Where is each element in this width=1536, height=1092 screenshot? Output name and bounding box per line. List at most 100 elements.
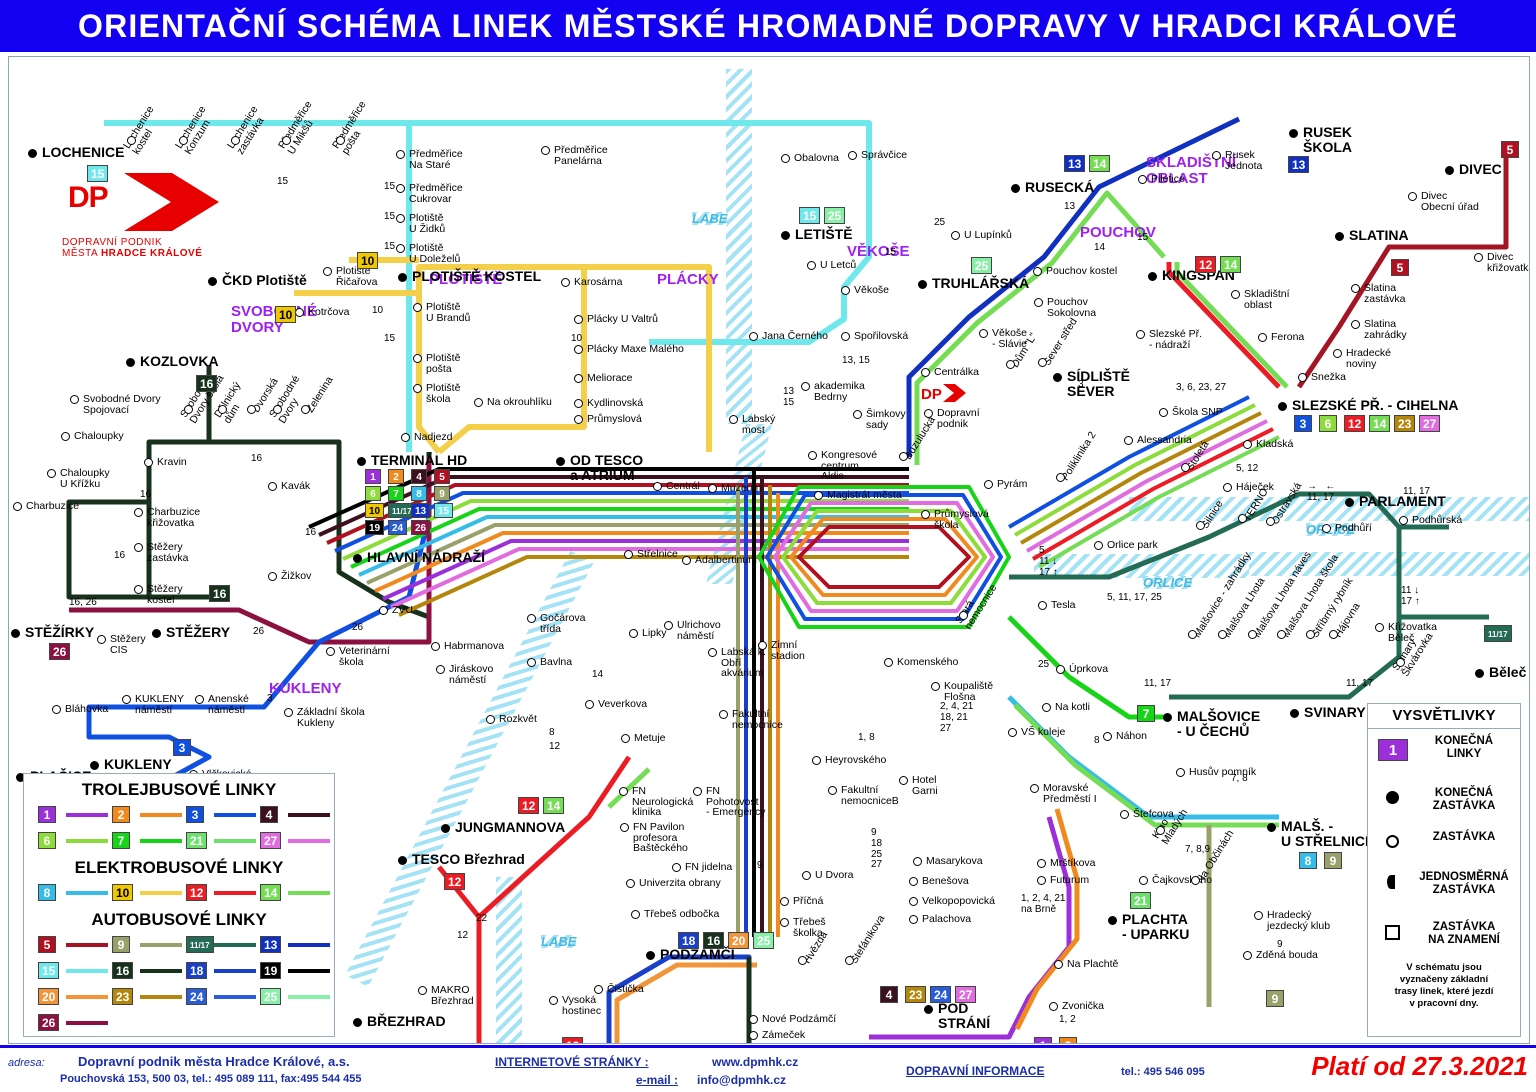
terminus-badge-slezské-př.---cihelna-27[interactable]: 27 — [1419, 415, 1441, 432]
stop-marker[interactable] — [780, 897, 789, 906]
bus-line-badge-9[interactable]: 9 — [112, 936, 130, 953]
stop-marker[interactable] — [807, 261, 816, 270]
terminus-badge-tesco-březhrad-12[interactable]: 12 — [444, 873, 466, 890]
bus-line-badge-5[interactable]: 5 — [38, 936, 56, 953]
stop-marker[interactable] — [336, 136, 345, 145]
stop-marker[interactable] — [134, 543, 143, 552]
bus-line-badge-26[interactable]: 26 — [38, 1014, 60, 1031]
stop-marker[interactable] — [326, 647, 335, 656]
stop-marker[interactable] — [1191, 876, 1200, 885]
terminus-dot[interactable] — [1445, 166, 1454, 175]
stop-marker[interactable] — [47, 469, 56, 478]
stop-marker[interactable] — [1056, 473, 1065, 482]
stop-marker[interactable] — [379, 606, 388, 615]
stop-marker[interactable] — [396, 184, 405, 193]
stop-marker[interactable] — [1408, 192, 1417, 201]
stop-marker[interactable] — [527, 614, 536, 623]
stop-marker[interactable] — [218, 405, 227, 414]
stop-marker[interactable] — [1006, 360, 1015, 369]
terminus-dot[interactable] — [208, 277, 217, 286]
terminus-badge-pod-strání-24[interactable]: 24 — [930, 986, 952, 1003]
stop-marker[interactable] — [984, 480, 993, 489]
terminus-badge-malšovice---u-čechů-7[interactable]: 7 — [1137, 705, 1155, 722]
electro-line-badge-12[interactable]: 12 — [186, 884, 208, 901]
terminus-dot[interactable] — [1290, 709, 1299, 718]
terminus-badge-pod-strání-23[interactable]: 23 — [905, 986, 927, 1003]
stop-marker[interactable] — [431, 642, 440, 651]
terminal-hd-badge-6[interactable]: 6 — [365, 486, 381, 501]
terminus-dot[interactable] — [1475, 669, 1484, 678]
bus-line-badge-23[interactable]: 23 — [112, 988, 134, 1005]
stop-marker[interactable] — [653, 482, 662, 491]
stop-marker[interactable] — [801, 382, 810, 391]
terminal-hd-badge-4[interactable]: 4 — [411, 469, 427, 484]
stop-marker[interactable] — [708, 648, 717, 657]
stop-marker[interactable] — [1258, 333, 1267, 342]
terminus-dot[interactable] — [1163, 713, 1172, 722]
stop-marker[interactable] — [1038, 358, 1047, 367]
stop-marker[interactable] — [273, 405, 282, 414]
stop-marker[interactable] — [574, 345, 583, 354]
stop-marker[interactable] — [626, 879, 635, 888]
stop-marker[interactable] — [97, 635, 106, 644]
stop-marker[interactable] — [1306, 630, 1315, 639]
stop-marker[interactable] — [1277, 630, 1286, 639]
stop-marker[interactable] — [184, 405, 193, 414]
stop-marker[interactable] — [1049, 1002, 1058, 1011]
terminus-badge-letiště-25[interactable]: 25 — [824, 207, 846, 224]
terminal-hd-badge-19[interactable]: 19 — [365, 520, 385, 535]
terminus-badge-plotiště-kostel-10[interactable]: 10 — [357, 252, 379, 269]
terminus-badge-slezské-př.---cihelna-6[interactable]: 6 — [1319, 415, 1337, 432]
stop-marker[interactable] — [1033, 267, 1042, 276]
stop-marker[interactable] — [1266, 517, 1275, 526]
stop-marker[interactable] — [1196, 521, 1205, 530]
stop-marker[interactable] — [268, 572, 277, 581]
terminus-dot[interactable] — [353, 554, 362, 563]
stop-marker[interactable] — [268, 482, 277, 491]
trolley-line-badge-3[interactable]: 3 — [186, 806, 204, 823]
electro-line-badge-14[interactable]: 14 — [260, 884, 282, 901]
terminal-hd-badge-10[interactable]: 10 — [365, 503, 385, 518]
stop-marker[interactable] — [594, 985, 603, 994]
stop-marker[interactable] — [1243, 951, 1252, 960]
stop-marker[interactable] — [61, 432, 70, 441]
stop-marker[interactable] — [693, 787, 702, 796]
terminus-badge-rusecká-14[interactable]: 14 — [1089, 155, 1111, 172]
stop-marker[interactable] — [1212, 151, 1221, 160]
terminus-badge-podzámčí-25[interactable]: 25 — [753, 932, 775, 949]
stop-marker[interactable] — [574, 415, 583, 424]
stop-marker[interactable] — [134, 508, 143, 517]
map-canvas[interactable]: DP DOPRAVNÍ PODNIK MĚSTA HRADCE KRÁLOVÉ … — [8, 56, 1530, 1044]
stop-marker[interactable] — [574, 374, 583, 383]
terminus-dot[interactable] — [1011, 184, 1020, 193]
trolley-line-badge-21[interactable]: 21 — [186, 832, 208, 849]
bus-line-badge-25[interactable]: 25 — [260, 988, 282, 1005]
terminus-dot[interactable] — [1289, 129, 1298, 138]
terminus-badge-letiště-15[interactable]: 15 — [799, 207, 821, 224]
terminal-hd-badge-7[interactable]: 7 — [388, 486, 404, 501]
stop-marker[interactable] — [899, 776, 908, 785]
terminus-dot[interactable] — [90, 761, 99, 770]
terminus-badge-slezské-př.---cihelna-12[interactable]: 12 — [1344, 415, 1366, 432]
stop-marker[interactable] — [841, 286, 850, 295]
stop-marker[interactable] — [619, 787, 628, 796]
stop-marker[interactable] — [758, 641, 767, 650]
terminus-dot[interactable] — [126, 358, 135, 367]
stop-marker[interactable] — [127, 136, 136, 145]
terminus-badge-plachta---uparku-21[interactable]: 21 — [1130, 892, 1152, 909]
terminus-badge-rusek-škola-13[interactable]: 13 — [1288, 156, 1310, 173]
stop-marker[interactable] — [959, 611, 968, 620]
terminus-badge-jungmannova-14[interactable]: 14 — [543, 797, 565, 814]
bus-line-badge-15[interactable]: 15 — [38, 962, 60, 979]
stop-marker[interactable] — [541, 146, 550, 155]
stop-marker[interactable] — [1399, 516, 1408, 525]
stop-marker[interactable] — [1136, 330, 1145, 339]
terminus-dot[interactable] — [1148, 272, 1157, 281]
stop-marker[interactable] — [436, 665, 445, 674]
terminus-dot[interactable] — [1278, 402, 1287, 411]
terminus-badge-pod-strání-4[interactable]: 4 — [880, 986, 898, 1003]
trolley-line-badge-27[interactable]: 27 — [260, 832, 282, 849]
stop-marker[interactable] — [1038, 601, 1047, 610]
terminus-badge-březhrad-12[interactable]: 12 — [562, 1037, 584, 1043]
stop-marker[interactable] — [931, 682, 940, 691]
